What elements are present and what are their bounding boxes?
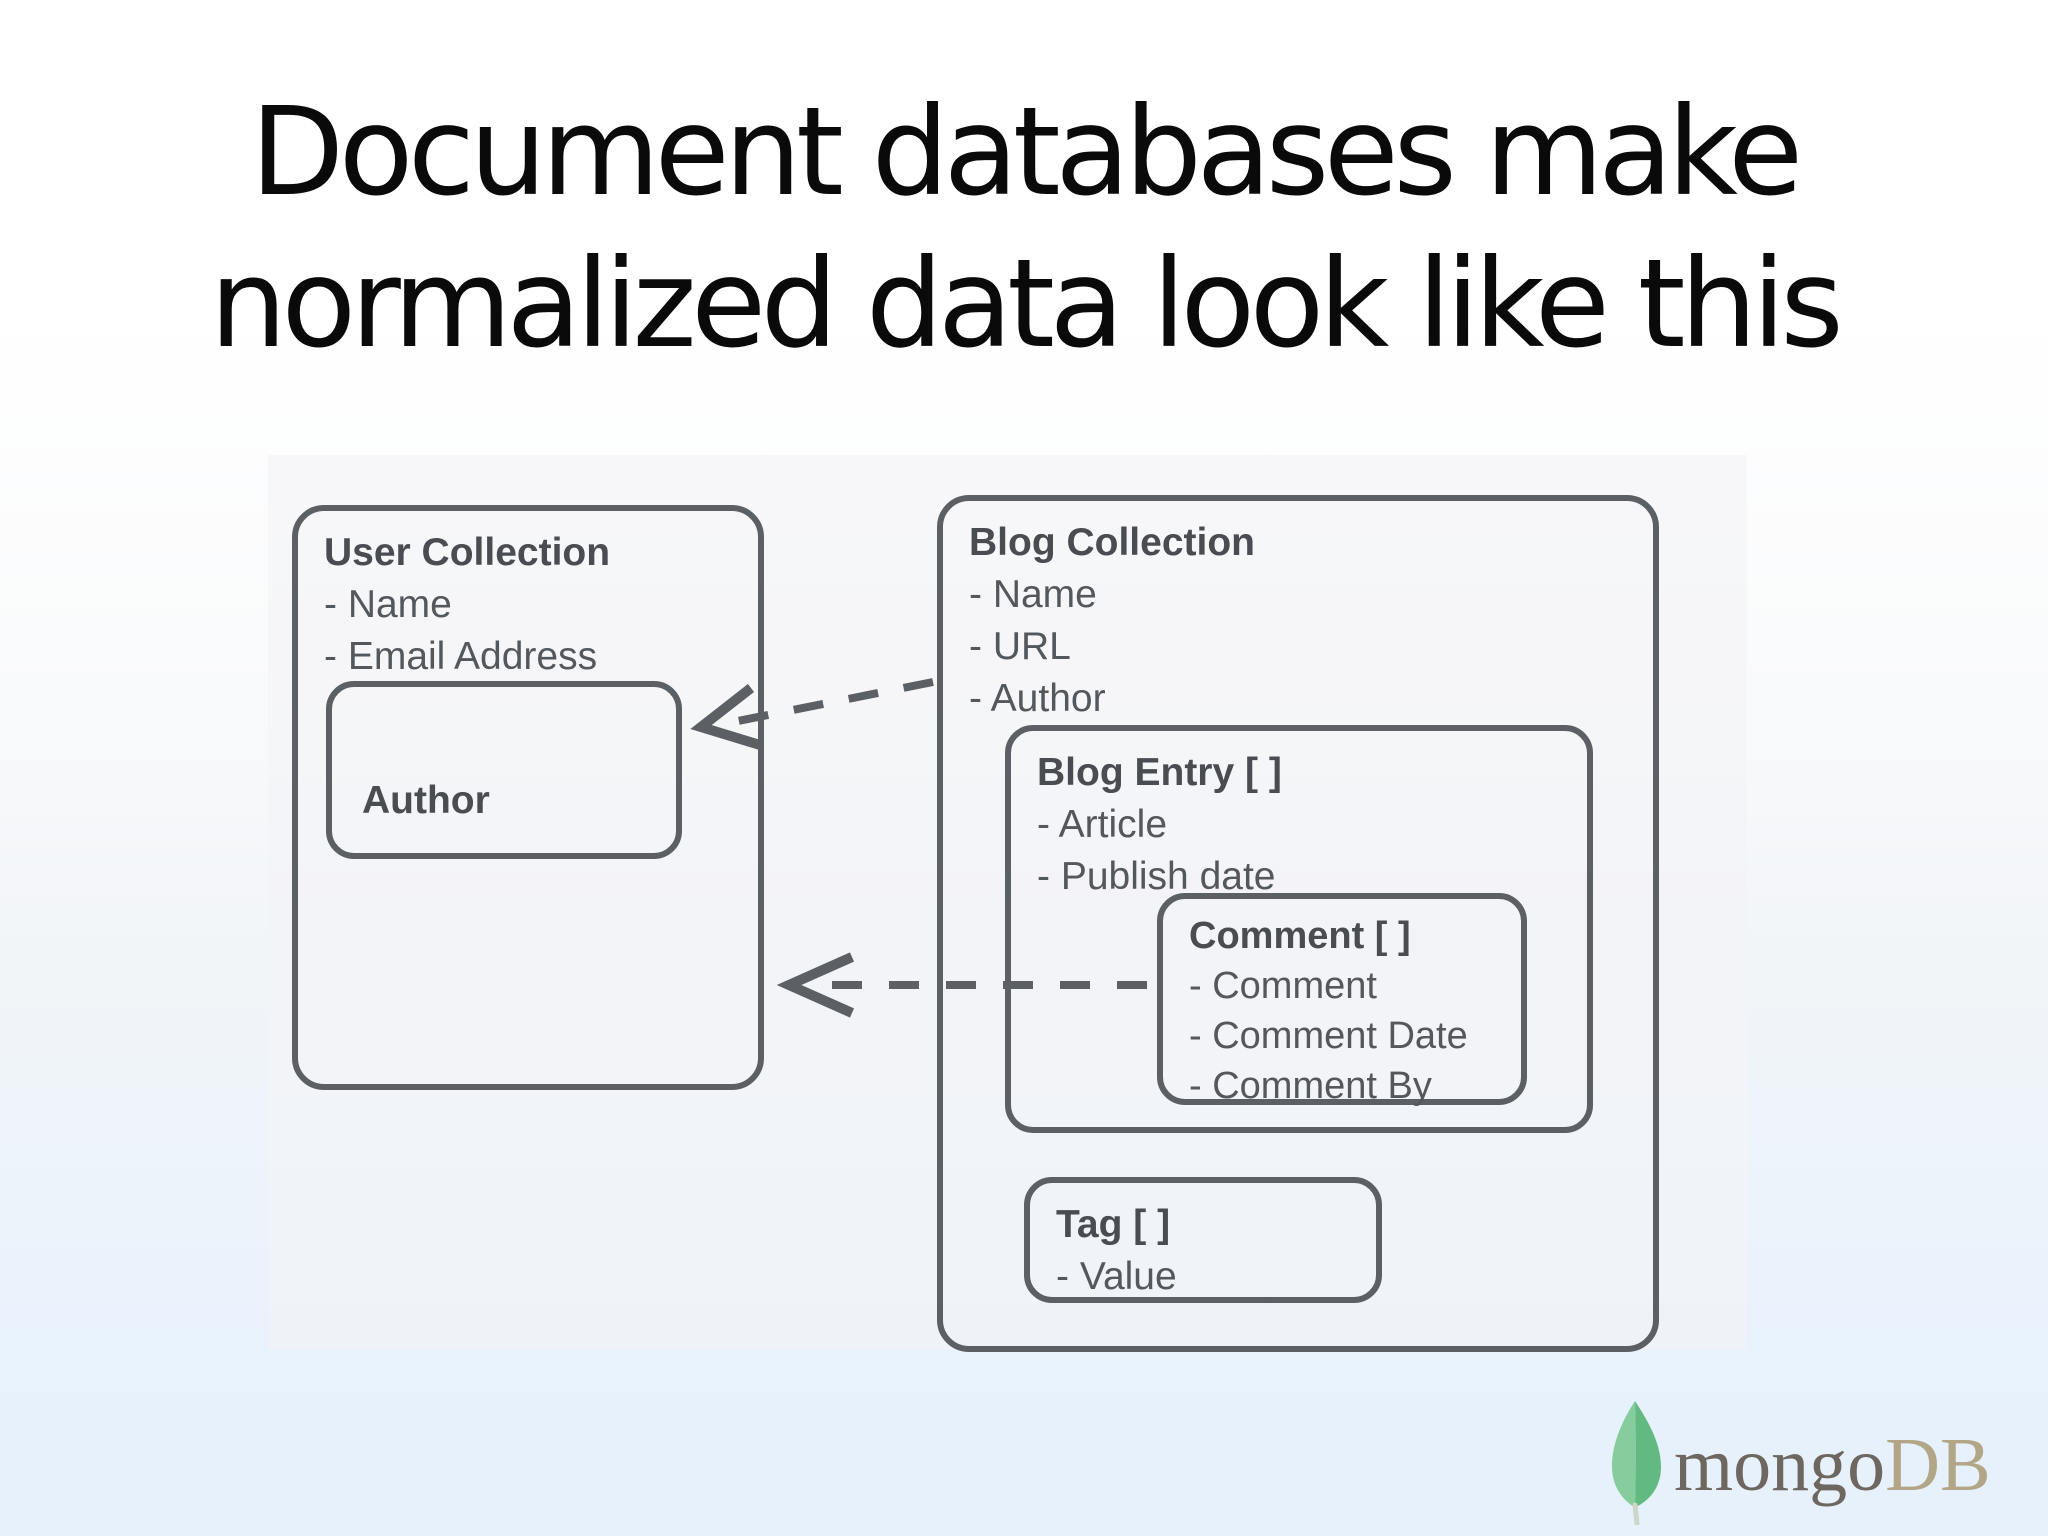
blog-collection-title: Blog Collection: [969, 521, 1255, 564]
blog-collection-box: Blog Collection - Name - URL - Author Bl…: [937, 495, 1659, 1352]
mongodb-logo: mongoDB: [1608, 1395, 2028, 1525]
mongodb-leaf-icon: [1611, 1401, 1661, 1525]
tag-field-value: - Value: [1056, 1255, 1177, 1298]
blog-collection-field-name: - Name: [969, 573, 1097, 616]
slide-title-line-1: Document databases make: [250, 81, 1803, 223]
blog-entry-title: Blog Entry [ ]: [1037, 751, 1282, 794]
user-collection-field-email: - Email Address: [324, 635, 598, 678]
mongodb-wordmark: mongoDB: [1674, 1427, 1991, 1503]
logo-word-db: DB: [1885, 1423, 1991, 1507]
blog-entry-box: Blog Entry [ ] - Article - Publish date …: [1005, 725, 1593, 1133]
comment-field-comment-by: - Comment By: [1189, 1065, 1432, 1107]
comment-title: Comment [ ]: [1189, 915, 1411, 957]
comment-field-comment: - Comment: [1189, 965, 1377, 1007]
comment-box: Comment [ ] - Comment - Comment Date - C…: [1157, 893, 1527, 1107]
author-box: Author: [326, 681, 682, 859]
logo-word-mongo: mongo: [1674, 1423, 1886, 1507]
blog-collection-field-url: - URL: [969, 625, 1071, 668]
slide-title-line-2: normalized data look like this: [209, 233, 1844, 375]
comment-field-comment-date: - Comment Date: [1189, 1015, 1468, 1057]
author-box-title: Author: [362, 779, 490, 822]
tag-title: Tag [ ]: [1056, 1203, 1171, 1246]
blog-entry-field-article: - Article: [1037, 803, 1168, 846]
user-collection-box: User Collection - Name - Email Address A…: [292, 505, 764, 1090]
blog-entry-field-publish-date: - Publish date: [1037, 855, 1276, 898]
user-collection-title: User Collection: [324, 531, 611, 574]
user-collection-field-name: - Name: [324, 583, 452, 626]
slide-title: Document databases make normalized data …: [0, 76, 2048, 380]
tag-box: Tag [ ] - Value: [1024, 1177, 1382, 1303]
blog-collection-field-author: - Author: [969, 677, 1106, 720]
